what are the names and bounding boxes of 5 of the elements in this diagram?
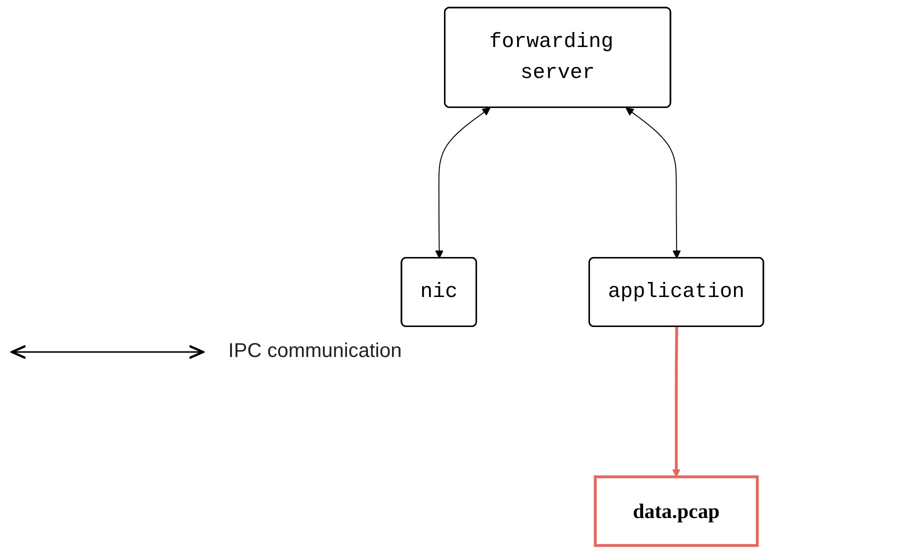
legend-label: IPC communication xyxy=(227,340,403,363)
node-box: data.pcap xyxy=(594,475,759,547)
arrow xyxy=(435,108,491,259)
arrow xyxy=(626,108,681,259)
arrow xyxy=(672,326,680,478)
